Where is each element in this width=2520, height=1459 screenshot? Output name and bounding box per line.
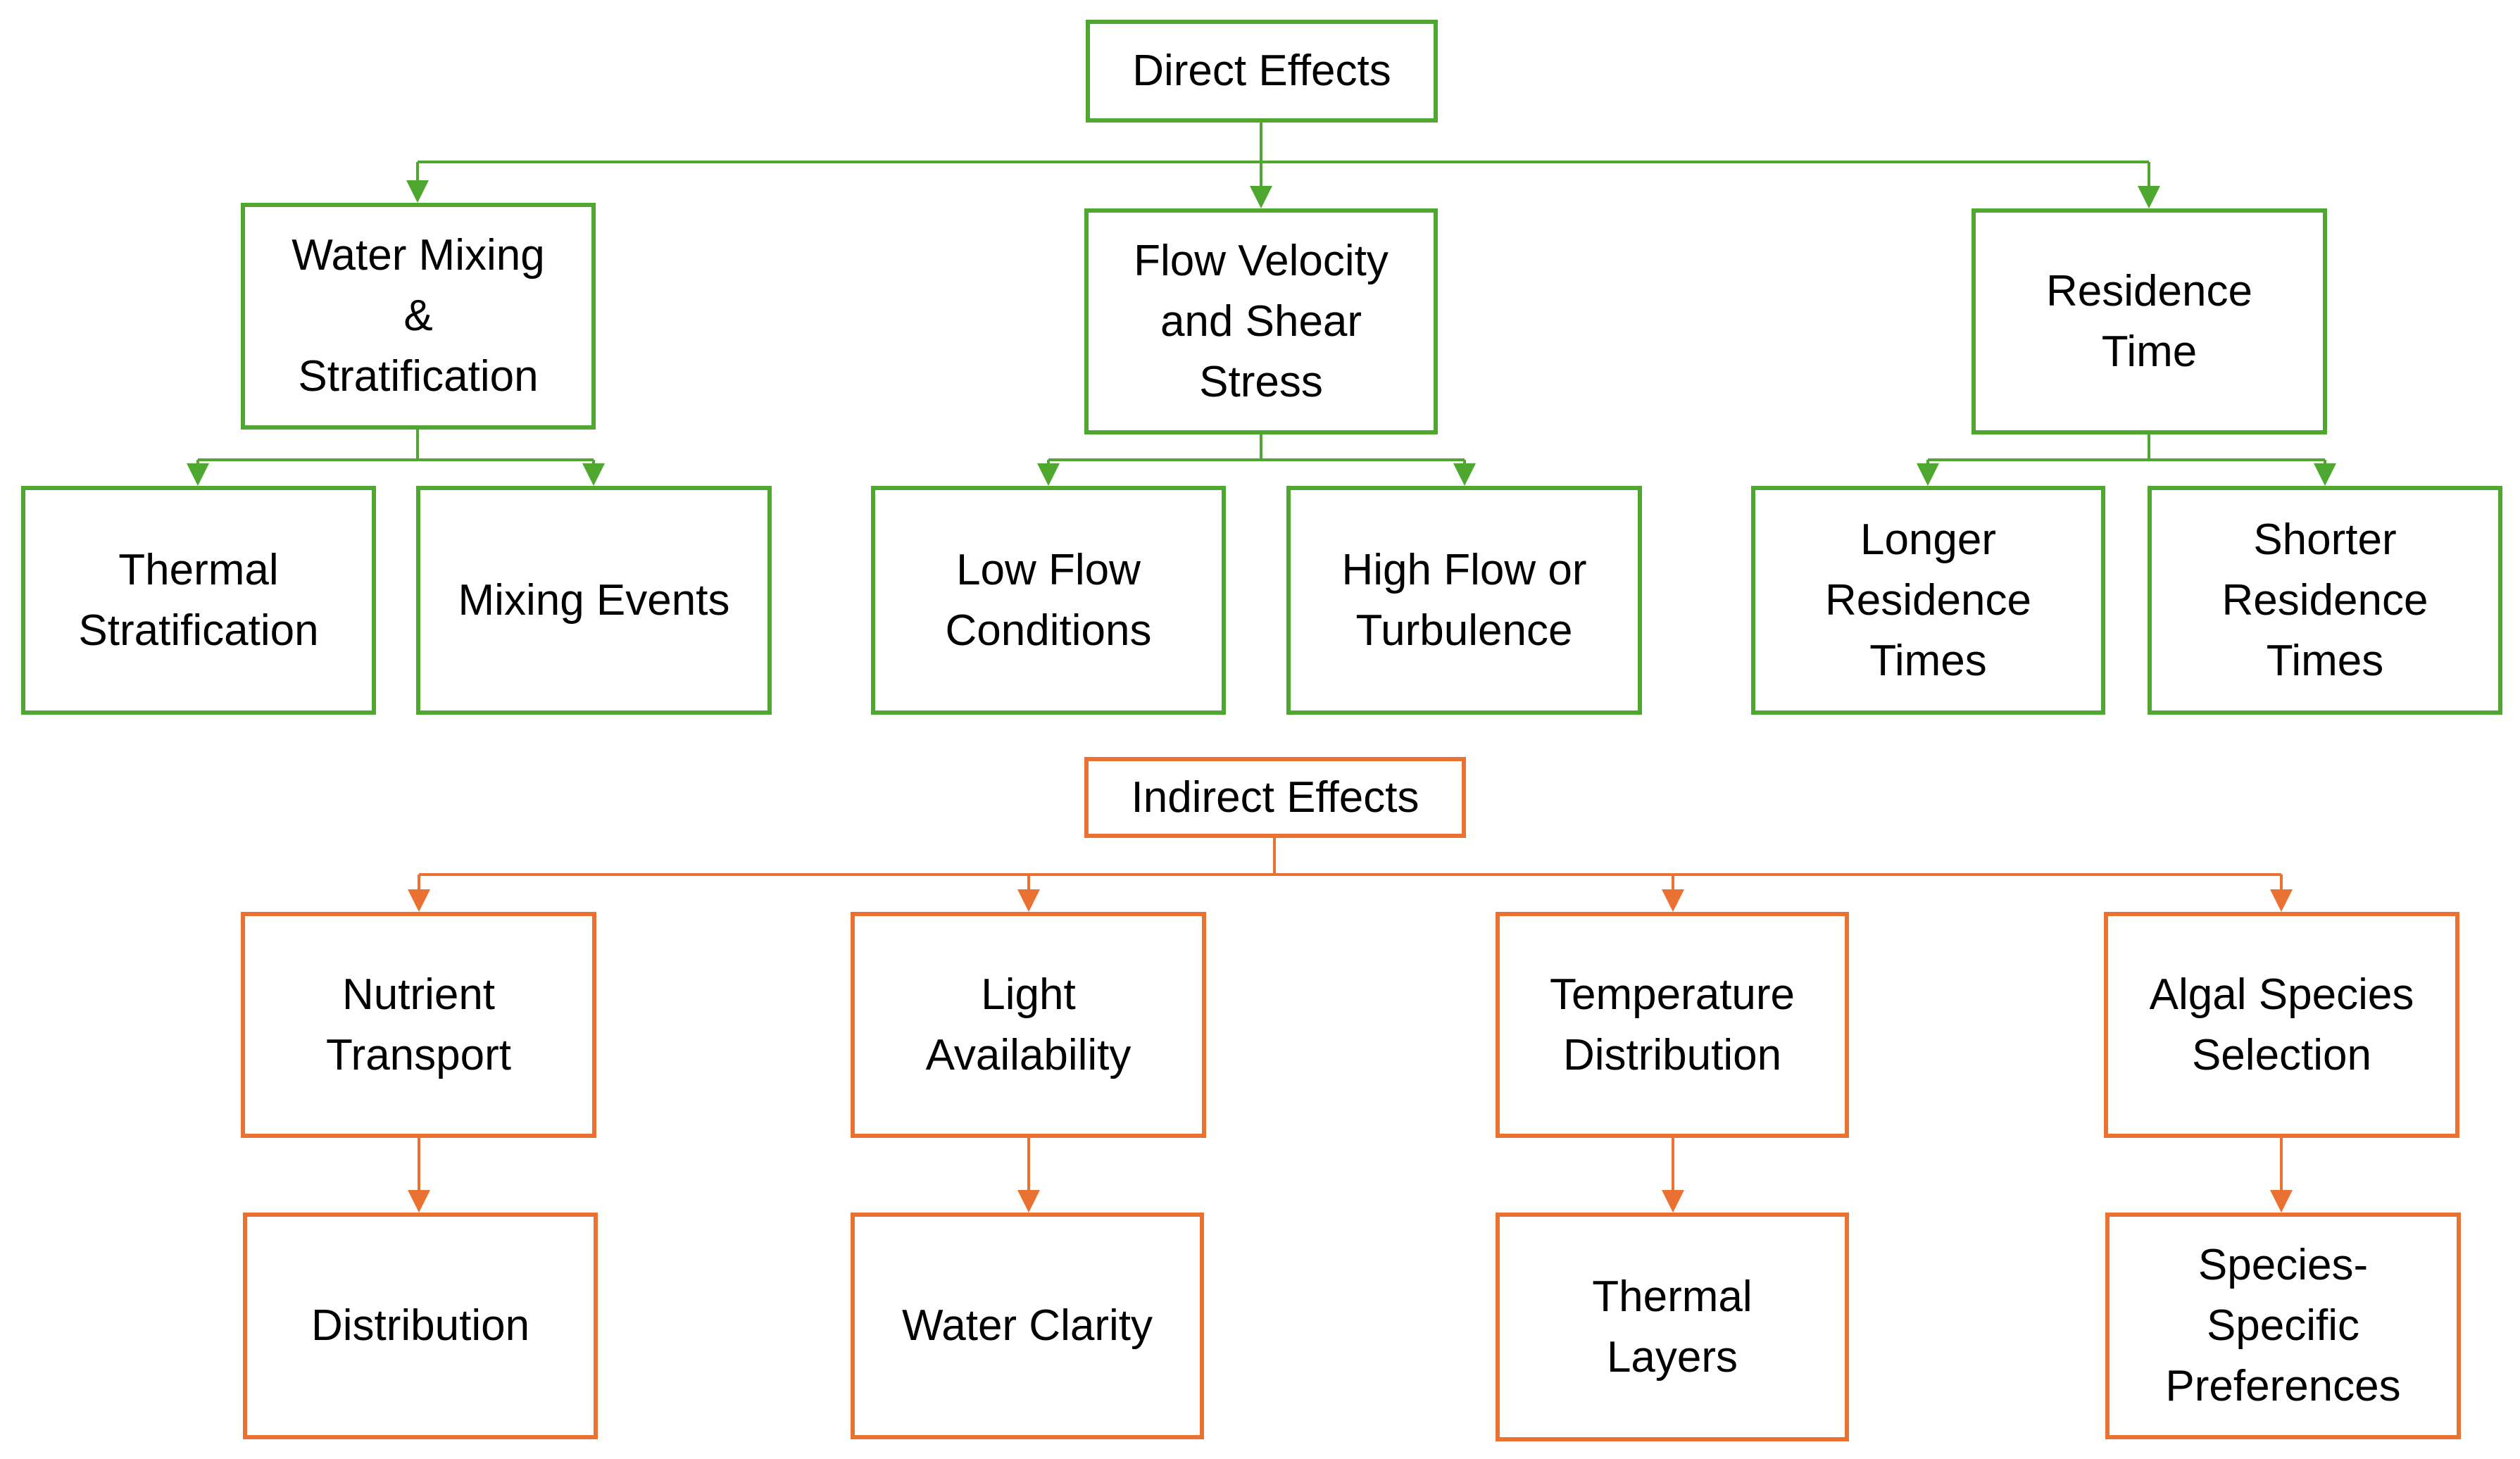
indirect-connectors — [408, 837, 2293, 1213]
water-clarity-label: Water Clarity — [902, 1301, 1153, 1350]
low-flow-label: Low Flow Conditions — [945, 545, 1152, 655]
thermal-layers-label: Thermal Layers — [1592, 1272, 1753, 1382]
indirect-effects-title: Indirect Effects — [1131, 772, 1419, 822]
mixing-events-box: Mixing Events — [416, 486, 772, 715]
nutrient-transport-box: Nutrient Transport — [241, 912, 596, 1138]
distribution-box: Distribution — [243, 1213, 598, 1439]
water-mixing-label: Water Mixing & Stratification — [292, 231, 545, 401]
water-clarity-box: Water Clarity — [851, 1213, 1204, 1439]
light-availability-box: Light Availability — [851, 912, 1206, 1138]
high-flow-box: High Flow or Turbulence — [1286, 486, 1642, 715]
high-flow-label: High Flow or Turbulence — [1341, 545, 1587, 655]
residence-time-box: Residence Time — [1972, 208, 2327, 434]
low-flow-box: Low Flow Conditions — [871, 486, 1226, 715]
species-specific-box: Species- Specific Preferences — [2105, 1213, 2461, 1439]
thermal-layers-box: Thermal Layers — [1496, 1213, 1849, 1441]
thermal-stratification-label: Thermal Stratification — [78, 545, 319, 655]
distribution-label: Distribution — [311, 1301, 530, 1350]
algal-species-box: Algal Species Selection — [2104, 912, 2459, 1138]
light-availability-label: Light Availability — [925, 970, 1132, 1079]
nutrient-transport-label: Nutrient Transport — [325, 970, 511, 1079]
mixing-events-label: Mixing Events — [458, 575, 730, 625]
longer-residence-label: Longer Residence Times — [1825, 515, 2031, 685]
species-specific-label: Species- Specific Preferences — [2165, 1241, 2401, 1410]
shorter-residence-box: Shorter Residence Times — [2148, 486, 2502, 715]
thermal-stratification-box: Thermal Stratification — [21, 486, 376, 715]
shorter-residence-label: Shorter Residence Times — [2221, 515, 2428, 685]
direct-effects-title-box: Direct Effects — [1086, 20, 1438, 123]
indirect-effects-title-box: Indirect Effects — [1084, 757, 1466, 838]
direct-connectors — [187, 121, 2336, 486]
algal-species-label: Algal Species Selection — [2149, 970, 2414, 1079]
flow-velocity-label: Flow Velocity and Shear Stress — [1134, 236, 1388, 406]
water-mixing-box: Water Mixing & Stratification — [241, 203, 596, 430]
temperature-distribution-box: Temperature Distribution — [1496, 912, 1849, 1138]
residence-time-label: Residence Time — [2046, 266, 2252, 376]
longer-residence-box: Longer Residence Times — [1751, 486, 2105, 715]
flow-velocity-box: Flow Velocity and Shear Stress — [1084, 208, 1438, 434]
direct-effects-title: Direct Effects — [1132, 46, 1391, 95]
temperature-distribution-label: Temperature Distribution — [1549, 970, 1795, 1079]
